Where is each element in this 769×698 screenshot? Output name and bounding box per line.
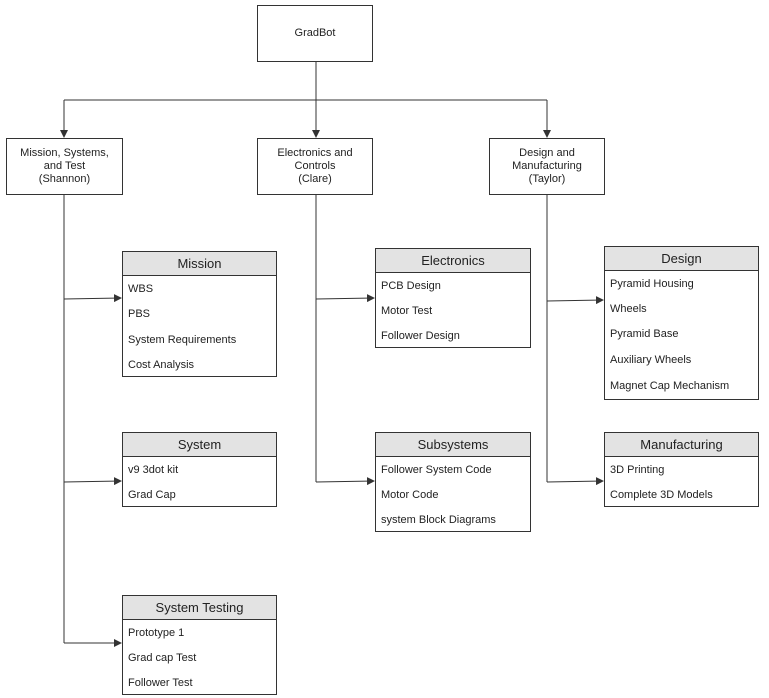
- panel-design: Design Pyramid Housing Wheels Pyramid Ba…: [604, 246, 759, 400]
- list-item: Cost Analysis: [128, 359, 195, 371]
- list-item: 3D Printing: [610, 464, 665, 476]
- panel-title: Subsystems: [376, 433, 530, 457]
- branch-mission-systems-test: Mission, Systems, and Test (Shannon): [6, 138, 123, 195]
- edge-to-manufacturing: [546, 477, 604, 486]
- panel-system-testing: System Testing Prototype 1 Grad cap Test…: [122, 595, 277, 695]
- branch-label: Design and Manufacturing (Taylor): [512, 147, 582, 185]
- list-item: Prototype 1: [128, 627, 185, 639]
- panel-mission: Mission WBS PBS System Requirements Cost…: [122, 251, 277, 377]
- panel-title: Electronics: [376, 249, 530, 273]
- panel-title: System Testing: [123, 596, 276, 620]
- panel-electronics: Electronics PCB Design Motor Test Follow…: [375, 248, 531, 348]
- list-item: PCB Design: [381, 280, 441, 292]
- list-item: Grad cap Test: [128, 652, 197, 664]
- panel-subsystems: Subsystems Follower System Code Motor Co…: [375, 432, 531, 532]
- edge-to-electronics: [315, 294, 375, 303]
- branch-design-manufacturing: Design and Manufacturing (Taylor): [489, 138, 605, 195]
- list-item: Pyramid Housing: [610, 278, 694, 290]
- panel-manufacturing: Manufacturing 3D Printing Complete 3D Mo…: [604, 432, 759, 507]
- panel-title: Design: [605, 247, 758, 271]
- edge-to-system: [63, 477, 122, 486]
- list-item: Follower System Code: [381, 464, 492, 476]
- root-node: GradBot: [257, 5, 373, 62]
- branch-electronics-controls: Electronics and Controls (Clare): [257, 138, 373, 195]
- panel-title: Mission: [123, 252, 276, 276]
- list-item: PBS: [128, 308, 151, 320]
- list-item: Magnet Cap Mechanism: [610, 380, 730, 392]
- list-item: System Requirements: [128, 334, 237, 346]
- list-item: v9 3dot kit: [128, 464, 179, 476]
- list-item: Wheels: [610, 303, 647, 315]
- list-item: Pyramid Base: [610, 328, 679, 340]
- edge-to-mission: [63, 294, 122, 303]
- branch-label: Mission, Systems, and Test (Shannon): [20, 147, 109, 185]
- edge-to-subsystems: [315, 477, 375, 486]
- list-item: system Block Diagrams: [381, 514, 496, 526]
- panel-title: Manufacturing: [605, 433, 758, 457]
- list-item: Auxiliary Wheels: [610, 354, 692, 366]
- list-item: Complete 3D Models: [610, 489, 713, 501]
- panel-title: System: [123, 433, 276, 457]
- list-item: Grad Cap: [128, 489, 176, 501]
- list-item: Motor Test: [381, 305, 433, 317]
- edge-to-design: [546, 296, 604, 305]
- panel-system: System v9 3dot kit Grad Cap: [122, 432, 277, 507]
- list-item: Follower Design: [381, 330, 460, 342]
- list-item: WBS: [128, 283, 154, 295]
- list-item: Follower Test: [128, 677, 193, 689]
- root-label: GradBot: [294, 27, 336, 39]
- list-item: Motor Code: [381, 489, 439, 501]
- branch-label: Electronics and Controls (Clare): [277, 147, 353, 185]
